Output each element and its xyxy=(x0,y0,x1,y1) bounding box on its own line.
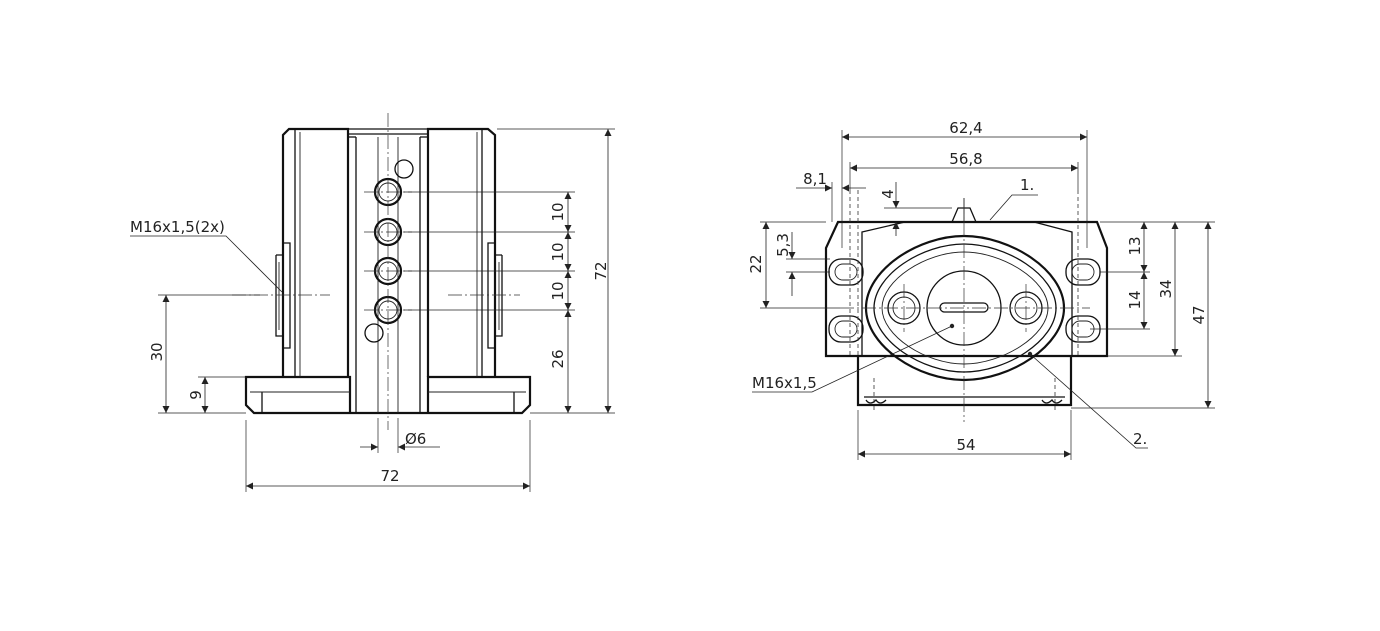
right-housing-outline xyxy=(426,127,497,377)
dim-label-width-72: 72 xyxy=(380,467,399,485)
mount-slot-inner xyxy=(834,320,858,338)
flange-inner-outline xyxy=(861,221,1073,356)
base-plate-outline xyxy=(244,375,532,415)
thread-leader xyxy=(130,235,283,293)
dim-label-4: 4 xyxy=(879,189,897,199)
dim-label-22: 22 xyxy=(747,254,765,273)
thread-callout-label: M16x1,5 xyxy=(752,374,817,392)
dim-label-pitch: 10 xyxy=(549,281,567,300)
dim-label-56-8: 56,8 xyxy=(949,150,982,168)
mount-slot xyxy=(828,315,864,343)
thread-callout-label: M16x1,5(2x) xyxy=(130,218,225,236)
right-gland xyxy=(487,242,503,349)
dim-label-pitch: 10 xyxy=(549,242,567,261)
dim-label-54: 54 xyxy=(956,436,975,454)
flange-outline xyxy=(824,220,1109,358)
dim-label-30: 30 xyxy=(148,342,166,361)
top-view: 62,4 56,8 8,1 4 22 5,3 13 14 34 47 54 M1… xyxy=(747,119,1215,460)
mount-slot-inner xyxy=(834,263,858,281)
left-housing-outline xyxy=(281,127,350,377)
left-gland xyxy=(275,242,291,349)
dim-label-5-3: 5,3 xyxy=(774,233,792,257)
dim-label-diameter: Ø6 xyxy=(405,430,426,448)
dim-label-62-4: 62,4 xyxy=(949,119,982,137)
dim-label-8-1: 8,1 xyxy=(803,170,827,188)
dim-label-13: 13 xyxy=(1126,236,1144,255)
mount-slot xyxy=(1065,258,1101,286)
marker-2-label: 2. xyxy=(1133,430,1147,448)
dim-label-9: 9 xyxy=(187,390,205,400)
hole-row xyxy=(364,159,414,343)
front-view: 72 10 10 10 26 30 9 72 Ø6 M16x1,5(2x) xyxy=(130,113,615,492)
leader-dot xyxy=(949,323,955,329)
dim-label-47: 47 xyxy=(1190,305,1208,324)
thread-leader xyxy=(752,325,953,393)
dim-label-14: 14 xyxy=(1126,290,1144,309)
leader-dot xyxy=(1027,351,1033,357)
dim-label-height-72: 72 xyxy=(592,261,610,280)
mount-slot-inner xyxy=(1071,263,1095,281)
foot xyxy=(865,398,887,404)
foot xyxy=(1041,398,1063,404)
dim-label-34: 34 xyxy=(1157,279,1175,298)
dim-label-26: 26 xyxy=(549,349,567,368)
lower-body-outline xyxy=(856,356,1073,407)
dim-label-pitch: 10 xyxy=(549,202,567,221)
small-hole xyxy=(394,159,414,179)
small-hole xyxy=(364,323,384,343)
marker-2-leader xyxy=(1029,353,1148,449)
marker-1-label: 1. xyxy=(1020,176,1034,194)
marker-1-leader xyxy=(989,194,1038,221)
